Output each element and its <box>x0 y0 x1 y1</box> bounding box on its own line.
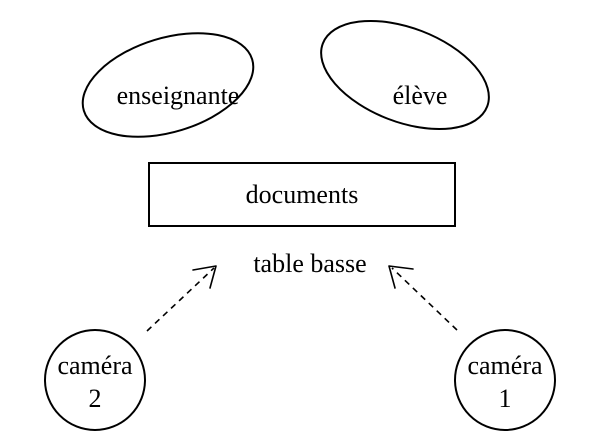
student-node: élève <box>320 19 490 131</box>
camera1-label-line2: 1 <box>499 384 512 413</box>
documents-label: documents <box>246 180 359 209</box>
arrow-camera2-line <box>146 267 215 332</box>
arrow-camera1-to-table <box>388 265 458 331</box>
camera1-label-line1: caméra <box>467 351 543 380</box>
camera2-node: caméra 2 <box>44 329 146 431</box>
documents-node: documents <box>148 162 456 227</box>
camera1-circle <box>454 329 556 431</box>
documents-box <box>148 162 456 227</box>
student-ellipse <box>320 19 490 131</box>
arrow-camera1-line <box>391 267 458 331</box>
arrow-camera2-to-table <box>146 265 217 332</box>
arrow-camera2-head <box>192 265 217 289</box>
teacher-label: enseignante <box>117 81 240 110</box>
student-label: élève <box>393 81 448 110</box>
arrow-camera1-head <box>388 265 414 289</box>
table-label: table basse <box>253 249 366 278</box>
camera2-label-line2: 2 <box>89 384 102 413</box>
teacher-node: enseignante <box>81 32 255 138</box>
teacher-ellipse <box>81 32 255 138</box>
camera1-node: caméra 1 <box>454 329 556 431</box>
camera2-circle <box>44 329 146 431</box>
camera2-label-line1: caméra <box>57 351 133 380</box>
